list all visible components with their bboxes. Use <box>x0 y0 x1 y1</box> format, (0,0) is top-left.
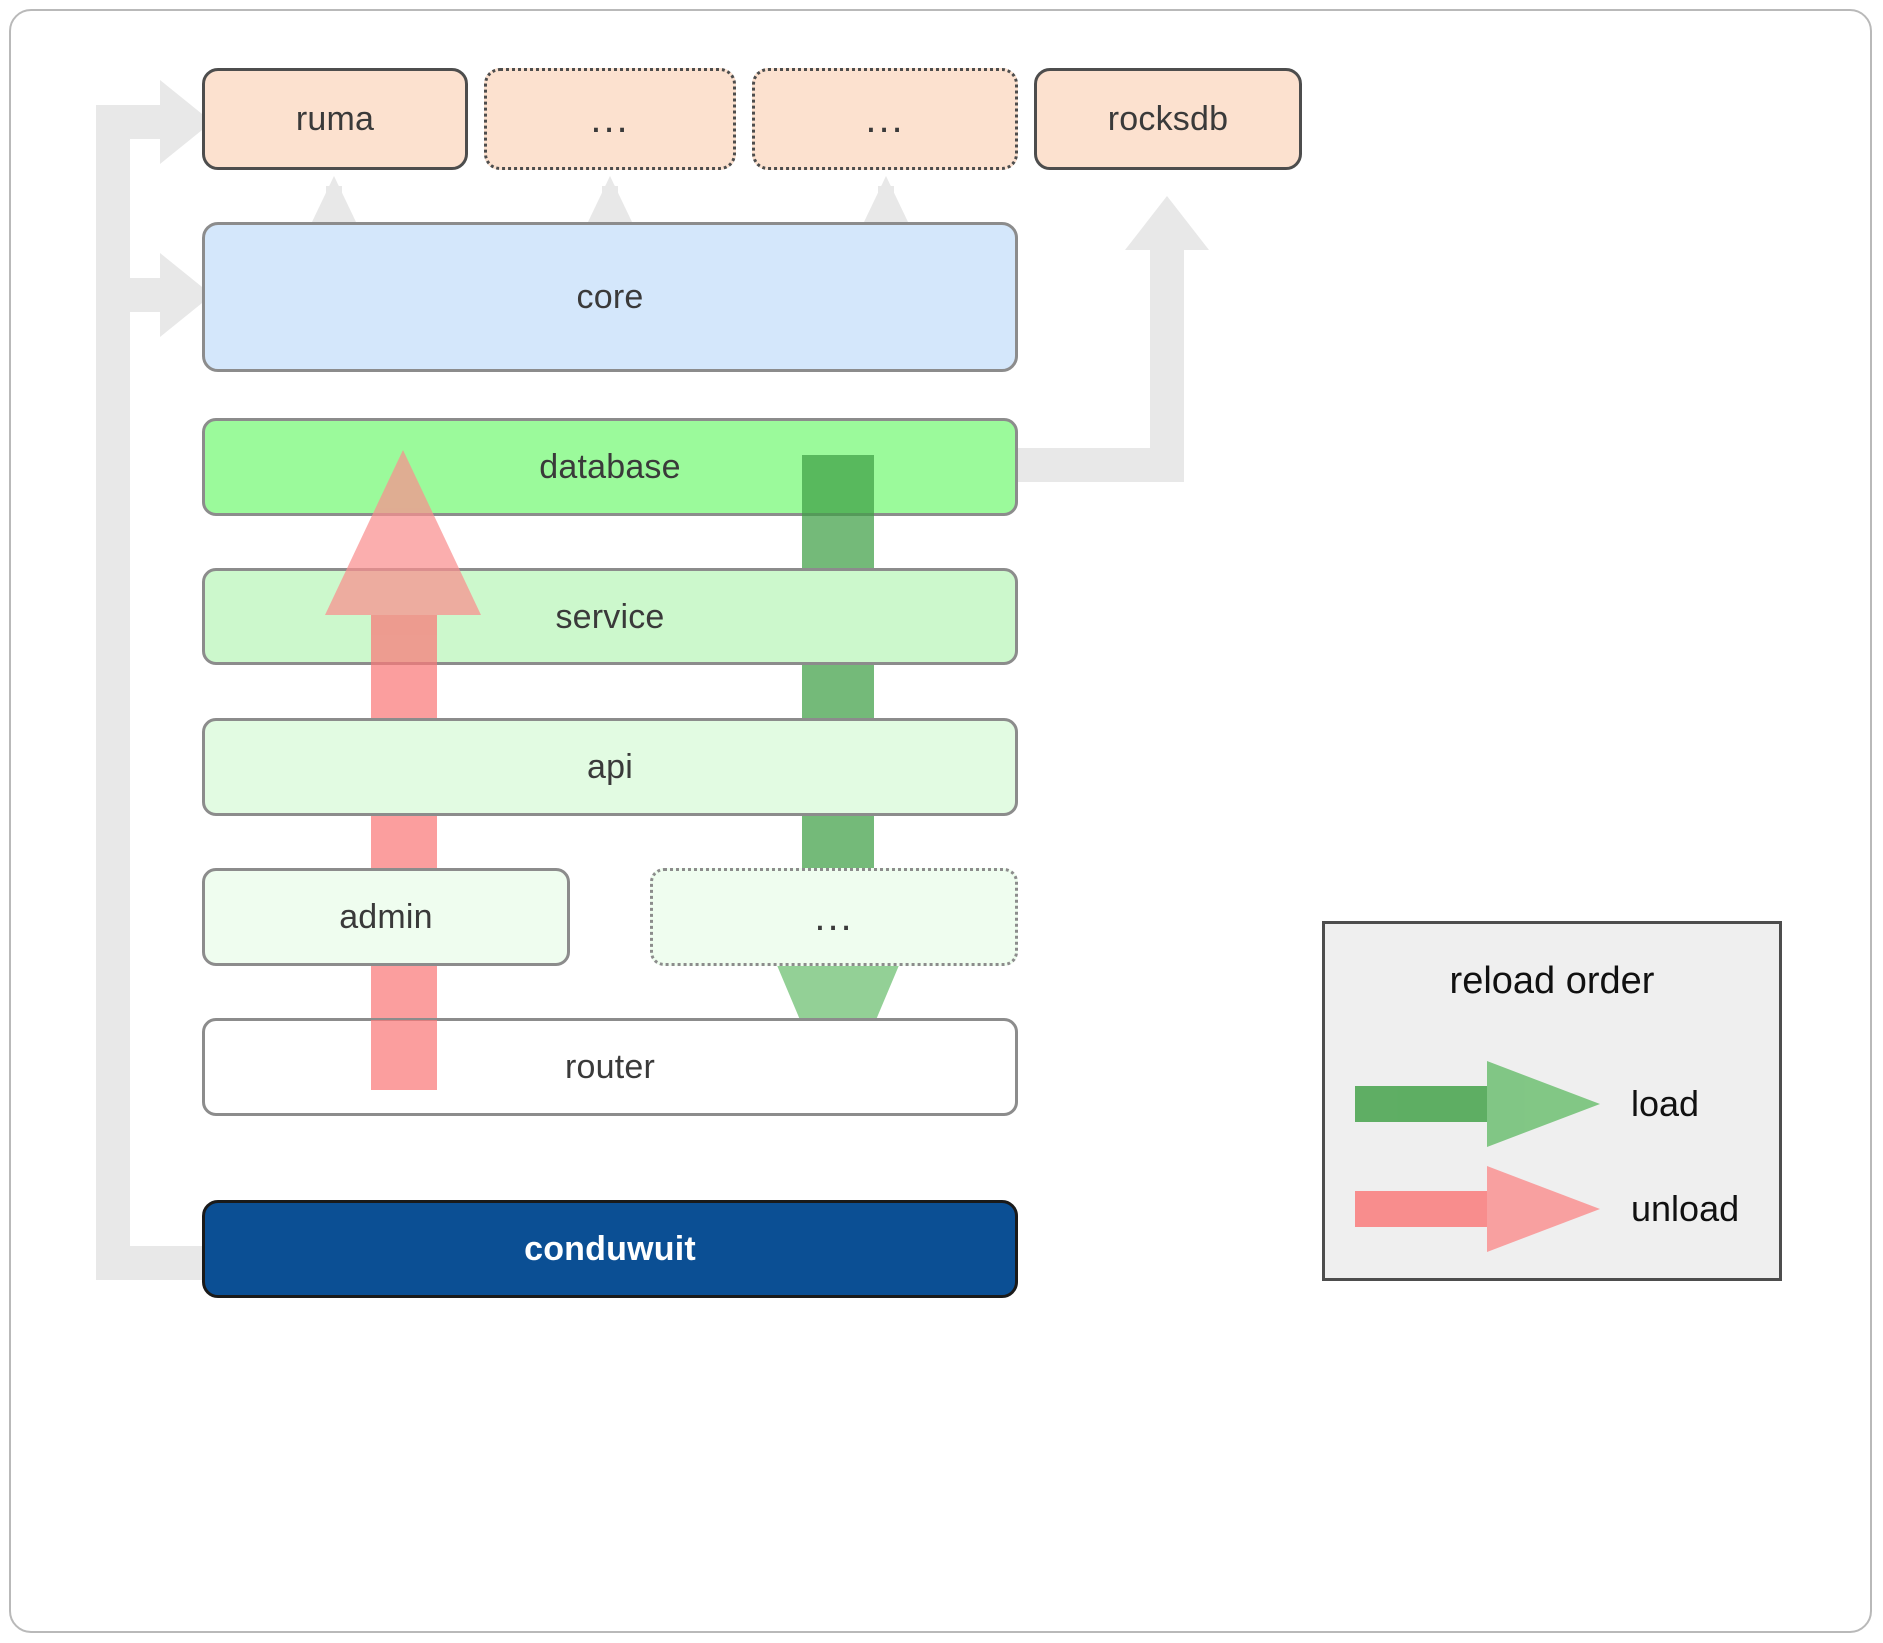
load-arrow-head <box>760 925 916 1110</box>
application-label-conduwuit: conduwuit <box>524 1230 696 1268</box>
dependency-label-placeholder-2: ... <box>865 97 905 141</box>
layer-box-router[interactable]: router <box>202 1018 1018 1116</box>
dependency-label-rocksdb: rocksdb <box>1107 100 1229 138</box>
layer-box-placeholder[interactable]: ... <box>650 868 1018 966</box>
application-box-conduwuit[interactable]: conduwuit <box>202 1200 1018 1298</box>
dependency-box-placeholder-2[interactable]: ... <box>752 68 1018 170</box>
unload-arrow-shaft <box>371 545 437 1090</box>
legend-panel: reload order load unload <box>1322 921 1782 1281</box>
layer-label-admin: admin <box>339 898 433 936</box>
legend-row-load: load <box>1325 1059 1779 1149</box>
layer-label-core: core <box>576 278 644 316</box>
layer-label-api: api <box>587 748 633 786</box>
legend-load-arrow-icon <box>1355 1061 1600 1147</box>
dependency-label-ruma: ruma <box>295 100 375 138</box>
layer-box-admin[interactable]: admin <box>202 868 570 966</box>
legend-title: reload order <box>1449 960 1655 1002</box>
unload-arrow <box>325 450 481 1090</box>
layer-box-core[interactable]: core <box>202 222 1018 372</box>
layer-box-service[interactable]: service <box>202 568 1018 665</box>
unload-arrow-tail-overlay <box>371 1020 437 1090</box>
dependency-box-rocksdb[interactable]: rocksdb <box>1034 68 1302 170</box>
dependency-label-placeholder-1: ... <box>590 97 630 141</box>
layer-label-placeholder: ... <box>814 895 854 939</box>
layer-box-database[interactable]: database <box>202 418 1018 516</box>
layer-label-service: service <box>555 597 665 636</box>
legend-label-load: load <box>1631 1083 1700 1124</box>
legend-unload-arrow-icon <box>1355 1166 1600 1252</box>
dependency-box-placeholder-1[interactable]: ... <box>484 68 736 170</box>
dependency-box-ruma[interactable]: ruma <box>202 68 468 170</box>
legend-label-unload: unload <box>1631 1188 1740 1229</box>
legend-row-unload: unload <box>1325 1164 1779 1254</box>
layer-label-database: database <box>539 448 681 486</box>
layer-box-api[interactable]: api <box>202 718 1018 816</box>
layer-label-router: router <box>564 1048 656 1086</box>
unload-arrow-head <box>325 450 481 615</box>
